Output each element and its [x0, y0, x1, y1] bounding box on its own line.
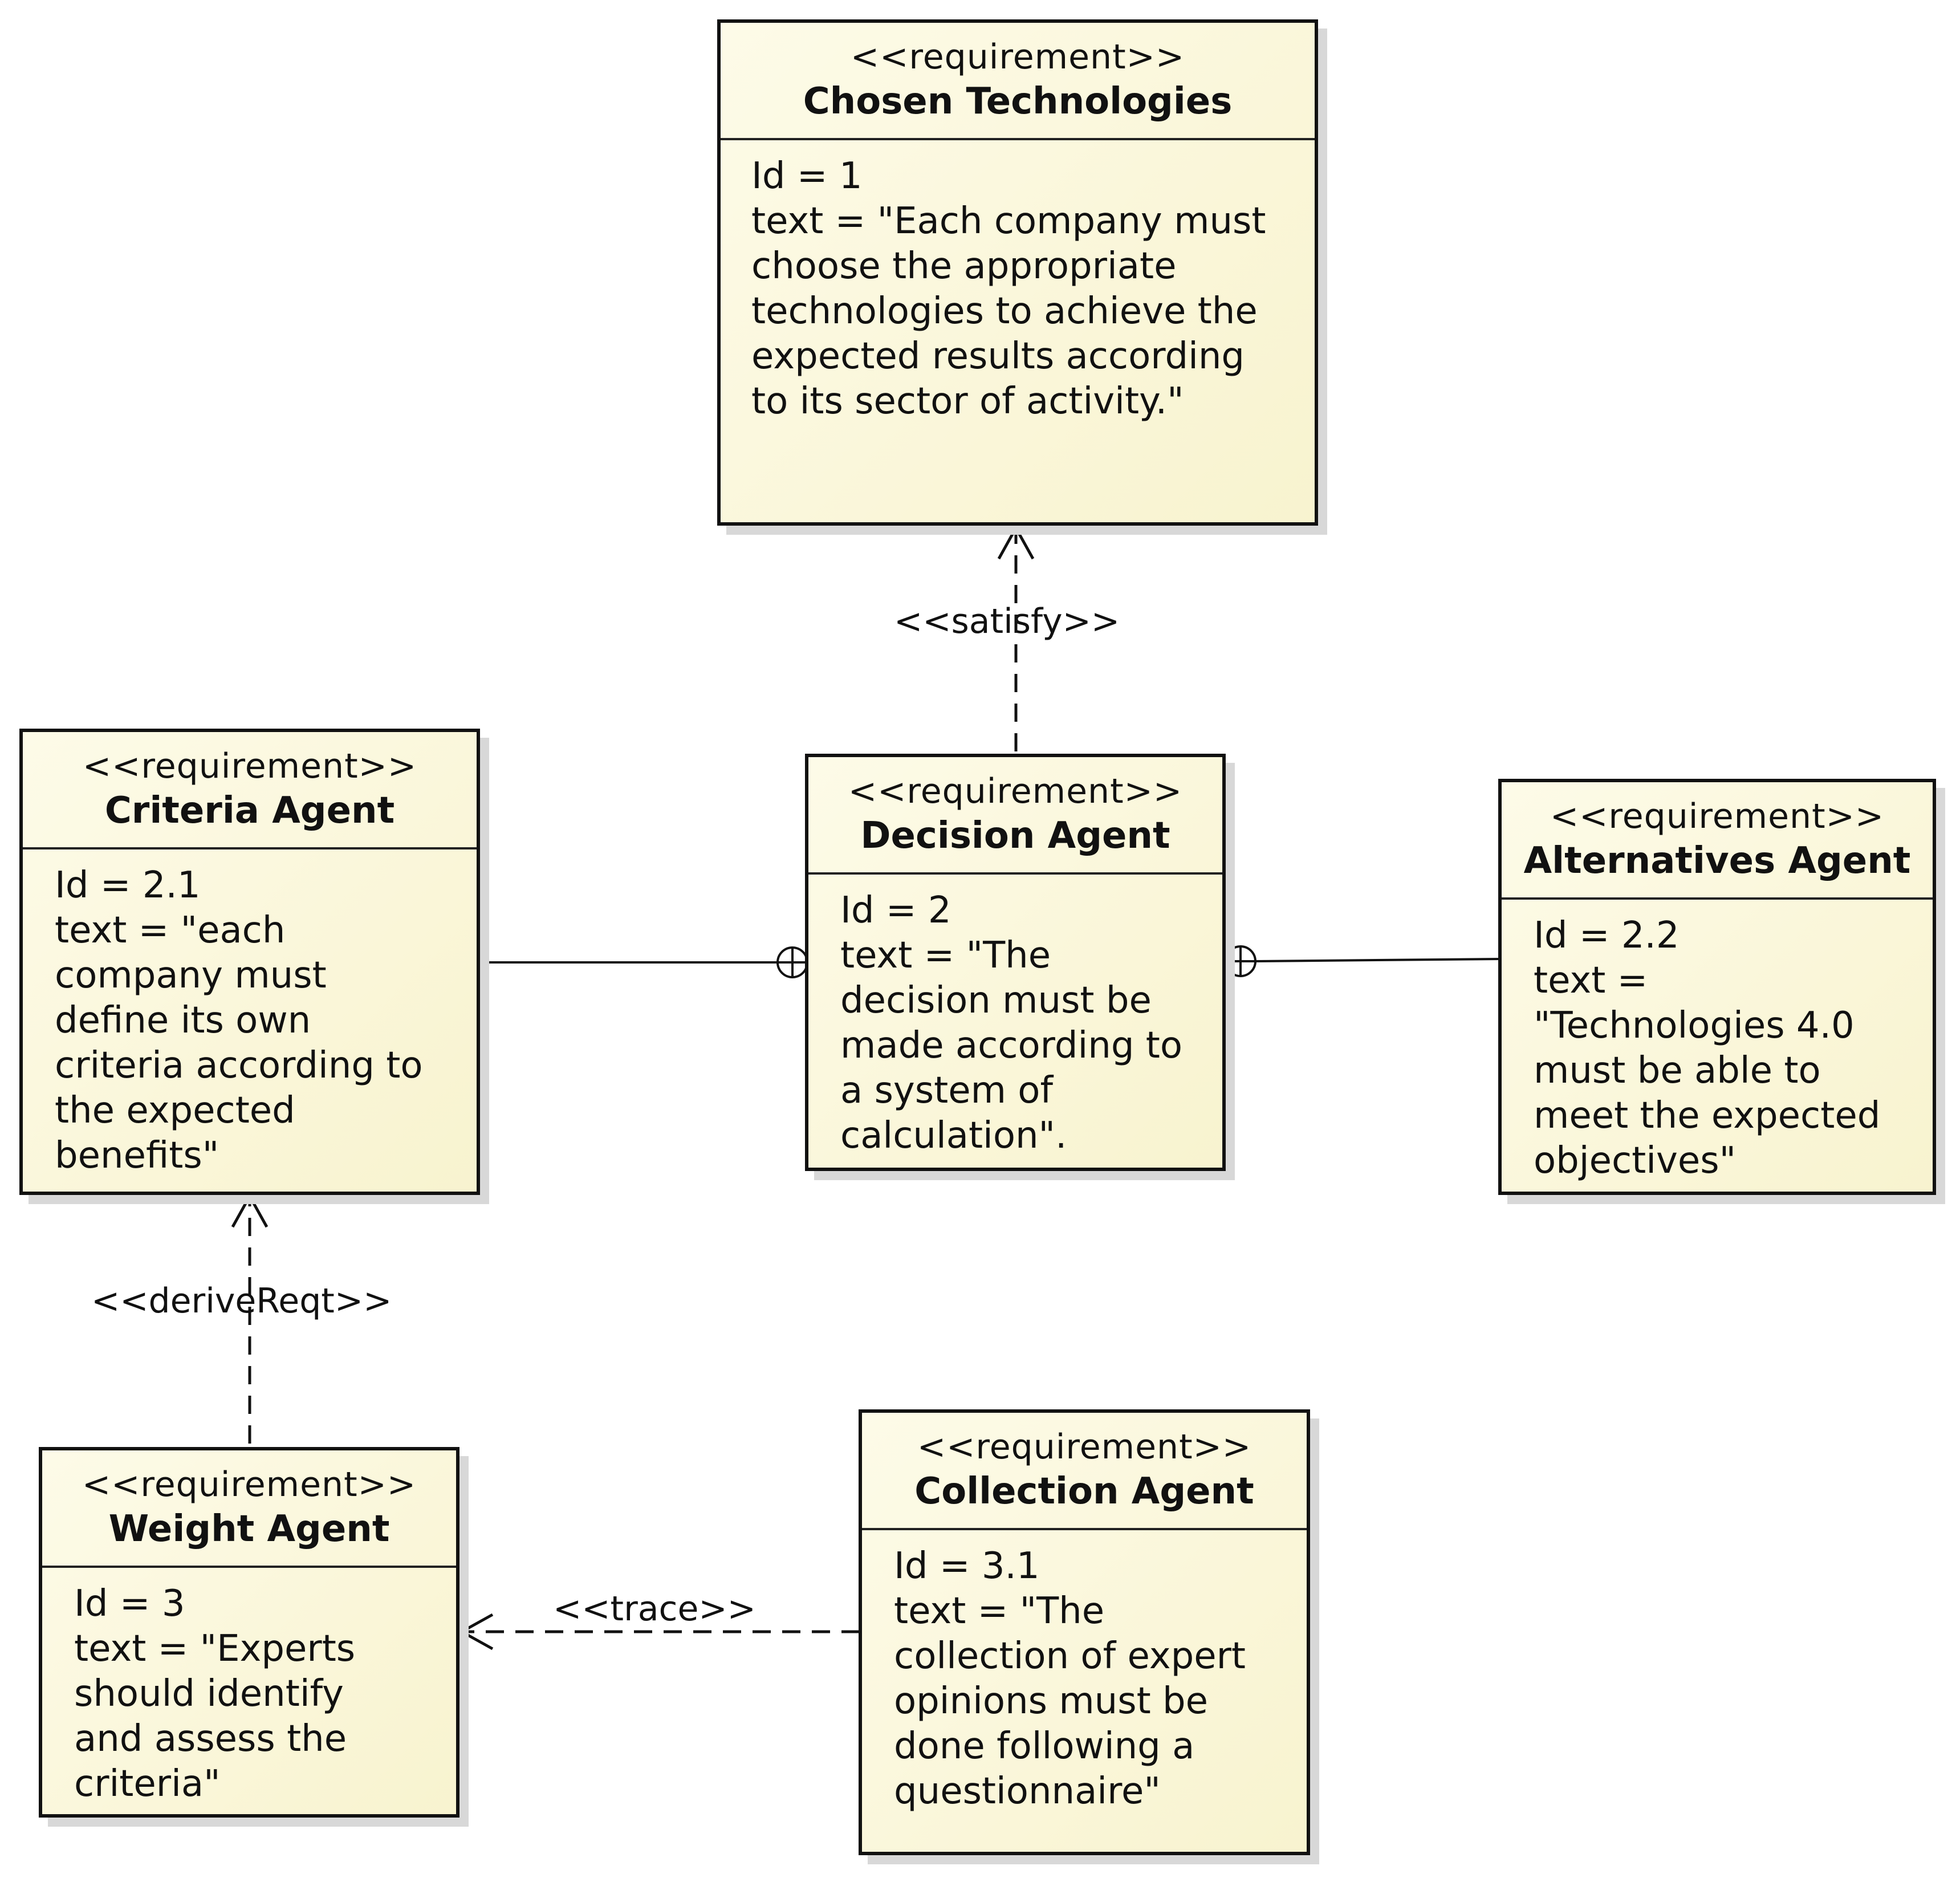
- derive-label: <<deriveReqt>>: [91, 1281, 392, 1321]
- requirement-text-line: made according to: [840, 1025, 1183, 1067]
- requirement-body: Id = 2.2 text = "Technologies 4.0 must b…: [1502, 900, 1933, 1184]
- requirement-text-line: meet the expected: [1534, 1095, 1881, 1137]
- requirement-collection-agent[interactable]: <<requirement>> Collection Agent Id = 3.…: [859, 1409, 1310, 1855]
- containment-symbol-left: [776, 946, 808, 978]
- requirement-text-line: to its sector of activity.": [751, 380, 1184, 422]
- requirement-text-line: "Technologies 4.0: [1534, 1005, 1855, 1047]
- requirement-name: Weight Agent: [108, 1508, 390, 1550]
- requirement-id: Id = 1: [751, 155, 863, 197]
- requirement-alternatives-agent[interactable]: <<requirement>> Alternatives Agent Id = …: [1498, 779, 1936, 1195]
- requirement-body: Id = 3 text = "Experts should identify a…: [42, 1568, 456, 1807]
- requirement-header: <<requirement>> Weight Agent: [42, 1450, 456, 1568]
- requirement-text-line: text = "The: [894, 1590, 1105, 1632]
- requirement-body: Id = 3.1 text = "The collection of exper…: [862, 1530, 1307, 1814]
- requirement-body: Id = 2 text = "The decision must be made…: [808, 875, 1222, 1158]
- requirement-header: <<requirement>> Chosen Technologies: [721, 23, 1315, 140]
- trace-arrowhead: [458, 1613, 494, 1651]
- requirement-id: Id = 2.1: [55, 864, 201, 907]
- requirement-text-line: questionnaire": [894, 1770, 1161, 1812]
- requirement-name: Chosen Technologies: [803, 80, 1233, 123]
- requirement-body: Id = 1 text = "Each company must choose …: [721, 140, 1315, 424]
- requirement-body: Id = 2.1 text = "each company must defin…: [23, 849, 477, 1178]
- requirement-name: Criteria Agent: [104, 790, 395, 832]
- requirement-text-line: must be able to: [1534, 1050, 1821, 1092]
- containment-edge-alternatives[interactable]: [1255, 958, 1502, 962]
- requirement-text-line: text = "The: [840, 934, 1051, 977]
- requirement-name: Alternatives Agent: [1523, 840, 1911, 882]
- requirement-text-line: calculation".: [840, 1115, 1067, 1157]
- satisfy-label: <<satisfy>>: [894, 601, 1120, 641]
- satisfy-arrowhead: [997, 525, 1035, 560]
- requirement-id: Id = 2.2: [1534, 914, 1680, 957]
- requirement-text-line: done following a: [894, 1725, 1195, 1767]
- derive-arrowhead: [231, 1193, 269, 1228]
- stereotype-label: <<requirement>>: [82, 1465, 417, 1505]
- requirement-name: Collection Agent: [914, 1470, 1254, 1513]
- requirement-text-line: the expected: [55, 1090, 295, 1132]
- requirement-id: Id = 3.1: [894, 1545, 1040, 1587]
- requirement-text-line: opinions must be: [894, 1680, 1208, 1722]
- requirement-text-line: company must: [55, 954, 327, 997]
- requirement-text-line: text = "each: [55, 909, 286, 952]
- requirement-text-line: technologies to achieve the: [751, 290, 1258, 332]
- requirement-text-line: text = "Experts: [74, 1628, 356, 1670]
- requirement-text-line: text =: [1534, 960, 1648, 1002]
- trace-label: <<trace>>: [553, 1589, 756, 1629]
- requirement-text-line: define its own: [55, 999, 311, 1042]
- requirement-header: <<requirement>> Alternatives Agent: [1502, 782, 1933, 900]
- requirement-text-line: should identify: [74, 1673, 344, 1715]
- requirement-text-line: criteria": [74, 1763, 221, 1805]
- stereotype-label: <<requirement>>: [848, 771, 1183, 811]
- requirement-text-line: expected results according: [751, 335, 1245, 377]
- requirement-text-line: benefits": [55, 1135, 219, 1177]
- requirement-id: Id = 2: [840, 889, 951, 932]
- requirement-header: <<requirement>> Collection Agent: [862, 1413, 1307, 1530]
- requirement-text-line: choose the appropriate: [751, 245, 1177, 287]
- stereotype-label: <<requirement>>: [917, 1427, 1252, 1467]
- requirement-decision-agent[interactable]: <<requirement>> Decision Agent Id = 2 te…: [805, 754, 1226, 1171]
- requirement-text-line: criteria according to: [55, 1044, 423, 1087]
- requirement-text-line: objectives": [1534, 1140, 1737, 1182]
- requirement-name: Decision Agent: [860, 815, 1170, 857]
- requirement-criteria-agent[interactable]: <<requirement>> Criteria Agent Id = 2.1 …: [19, 729, 480, 1195]
- requirement-text-line: decision must be: [840, 979, 1152, 1022]
- requirement-header: <<requirement>> Criteria Agent: [23, 732, 477, 849]
- requirement-chosen-technologies[interactable]: <<requirement>> Chosen Technologies Id =…: [717, 19, 1318, 526]
- requirement-text-line: a system of: [840, 1070, 1053, 1112]
- requirement-header: <<requirement>> Decision Agent: [808, 757, 1222, 875]
- requirement-id: Id = 3: [74, 1583, 185, 1625]
- requirement-text-line: and assess the: [74, 1718, 347, 1760]
- requirement-weight-agent[interactable]: <<requirement>> Weight Agent Id = 3 text…: [39, 1447, 459, 1818]
- stereotype-label: <<requirement>>: [82, 746, 417, 786]
- requirement-text-line: collection of expert: [894, 1635, 1246, 1677]
- containment-symbol-right: [1225, 945, 1256, 977]
- stereotype-label: <<requirement>>: [850, 37, 1185, 77]
- requirement-text-line: text = "Each company must: [751, 200, 1266, 242]
- stereotype-label: <<requirement>>: [1550, 796, 1885, 836]
